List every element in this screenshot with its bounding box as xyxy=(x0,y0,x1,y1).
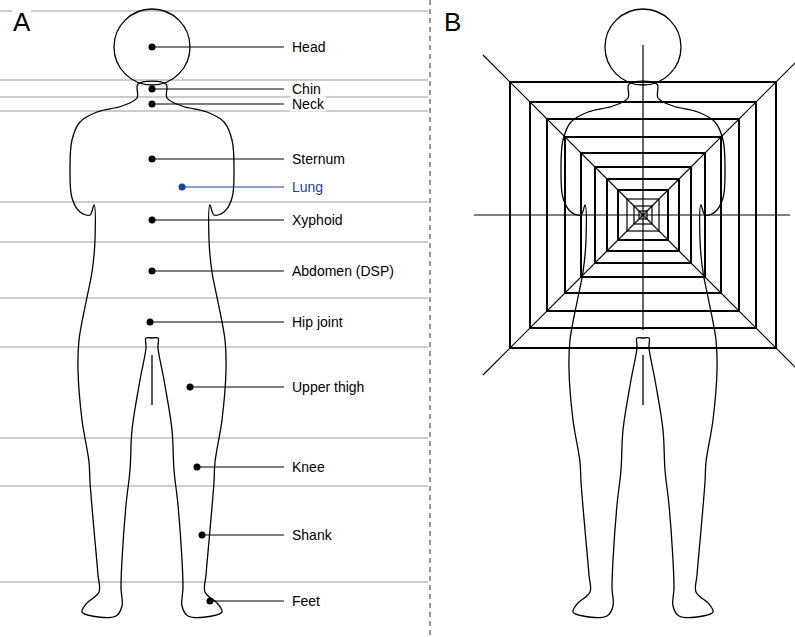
grid-diagonal xyxy=(483,215,643,375)
panel-letter: B xyxy=(443,8,462,36)
landmark-label: Abdomen (DSP) xyxy=(290,264,396,279)
leader-lines xyxy=(147,44,285,605)
landmark-dot xyxy=(147,319,154,326)
panel-letter: A xyxy=(12,8,31,36)
landmark-label: Knee xyxy=(290,460,327,475)
leader-line xyxy=(152,103,284,104)
leader-line xyxy=(152,46,284,47)
landmark-dot xyxy=(194,464,201,471)
grid-diagonal xyxy=(643,55,795,215)
leader-line xyxy=(152,270,284,271)
landmark-label: Chin xyxy=(290,82,323,97)
landmark-dot xyxy=(149,268,156,275)
landmark-label: Lung xyxy=(290,180,325,195)
grid-diagonal xyxy=(643,215,795,375)
axes xyxy=(474,45,790,330)
leader-line xyxy=(152,158,284,159)
landmark-label: Neck xyxy=(290,97,326,112)
leader-line xyxy=(202,534,284,535)
leader-line xyxy=(197,466,284,467)
landmark-label: Shank xyxy=(290,528,334,543)
leader-line xyxy=(182,186,284,187)
leg-gap xyxy=(642,355,643,405)
leader-line xyxy=(150,321,284,322)
landmark-label: Feet xyxy=(290,594,322,609)
grid-diagonal xyxy=(483,55,643,215)
landmark-label: Head xyxy=(290,40,327,55)
landmark-dot xyxy=(179,184,186,191)
landmark-dot xyxy=(149,217,156,224)
level-lines xyxy=(0,11,428,582)
landmark-dot xyxy=(149,156,156,163)
leader-line xyxy=(152,219,284,220)
landmark-dot xyxy=(149,101,156,108)
landmark-dot xyxy=(199,532,206,539)
panel-divider xyxy=(429,0,430,637)
leg-gap xyxy=(151,355,152,405)
landmark-dot xyxy=(207,598,214,605)
landmark-label: Xyphoid xyxy=(290,213,345,228)
landmark-dot xyxy=(187,384,194,391)
landmark-label: Sternum xyxy=(290,152,347,167)
leader-line xyxy=(190,386,284,387)
landmark-label: Upper thigh xyxy=(290,380,366,395)
body-outline xyxy=(70,81,234,617)
landmark-dot xyxy=(149,44,156,51)
landmark-dot xyxy=(149,86,156,93)
leader-line xyxy=(210,600,284,601)
body-outline xyxy=(70,9,725,618)
landmark-label: Hip joint xyxy=(290,315,345,330)
leader-line xyxy=(152,88,284,89)
